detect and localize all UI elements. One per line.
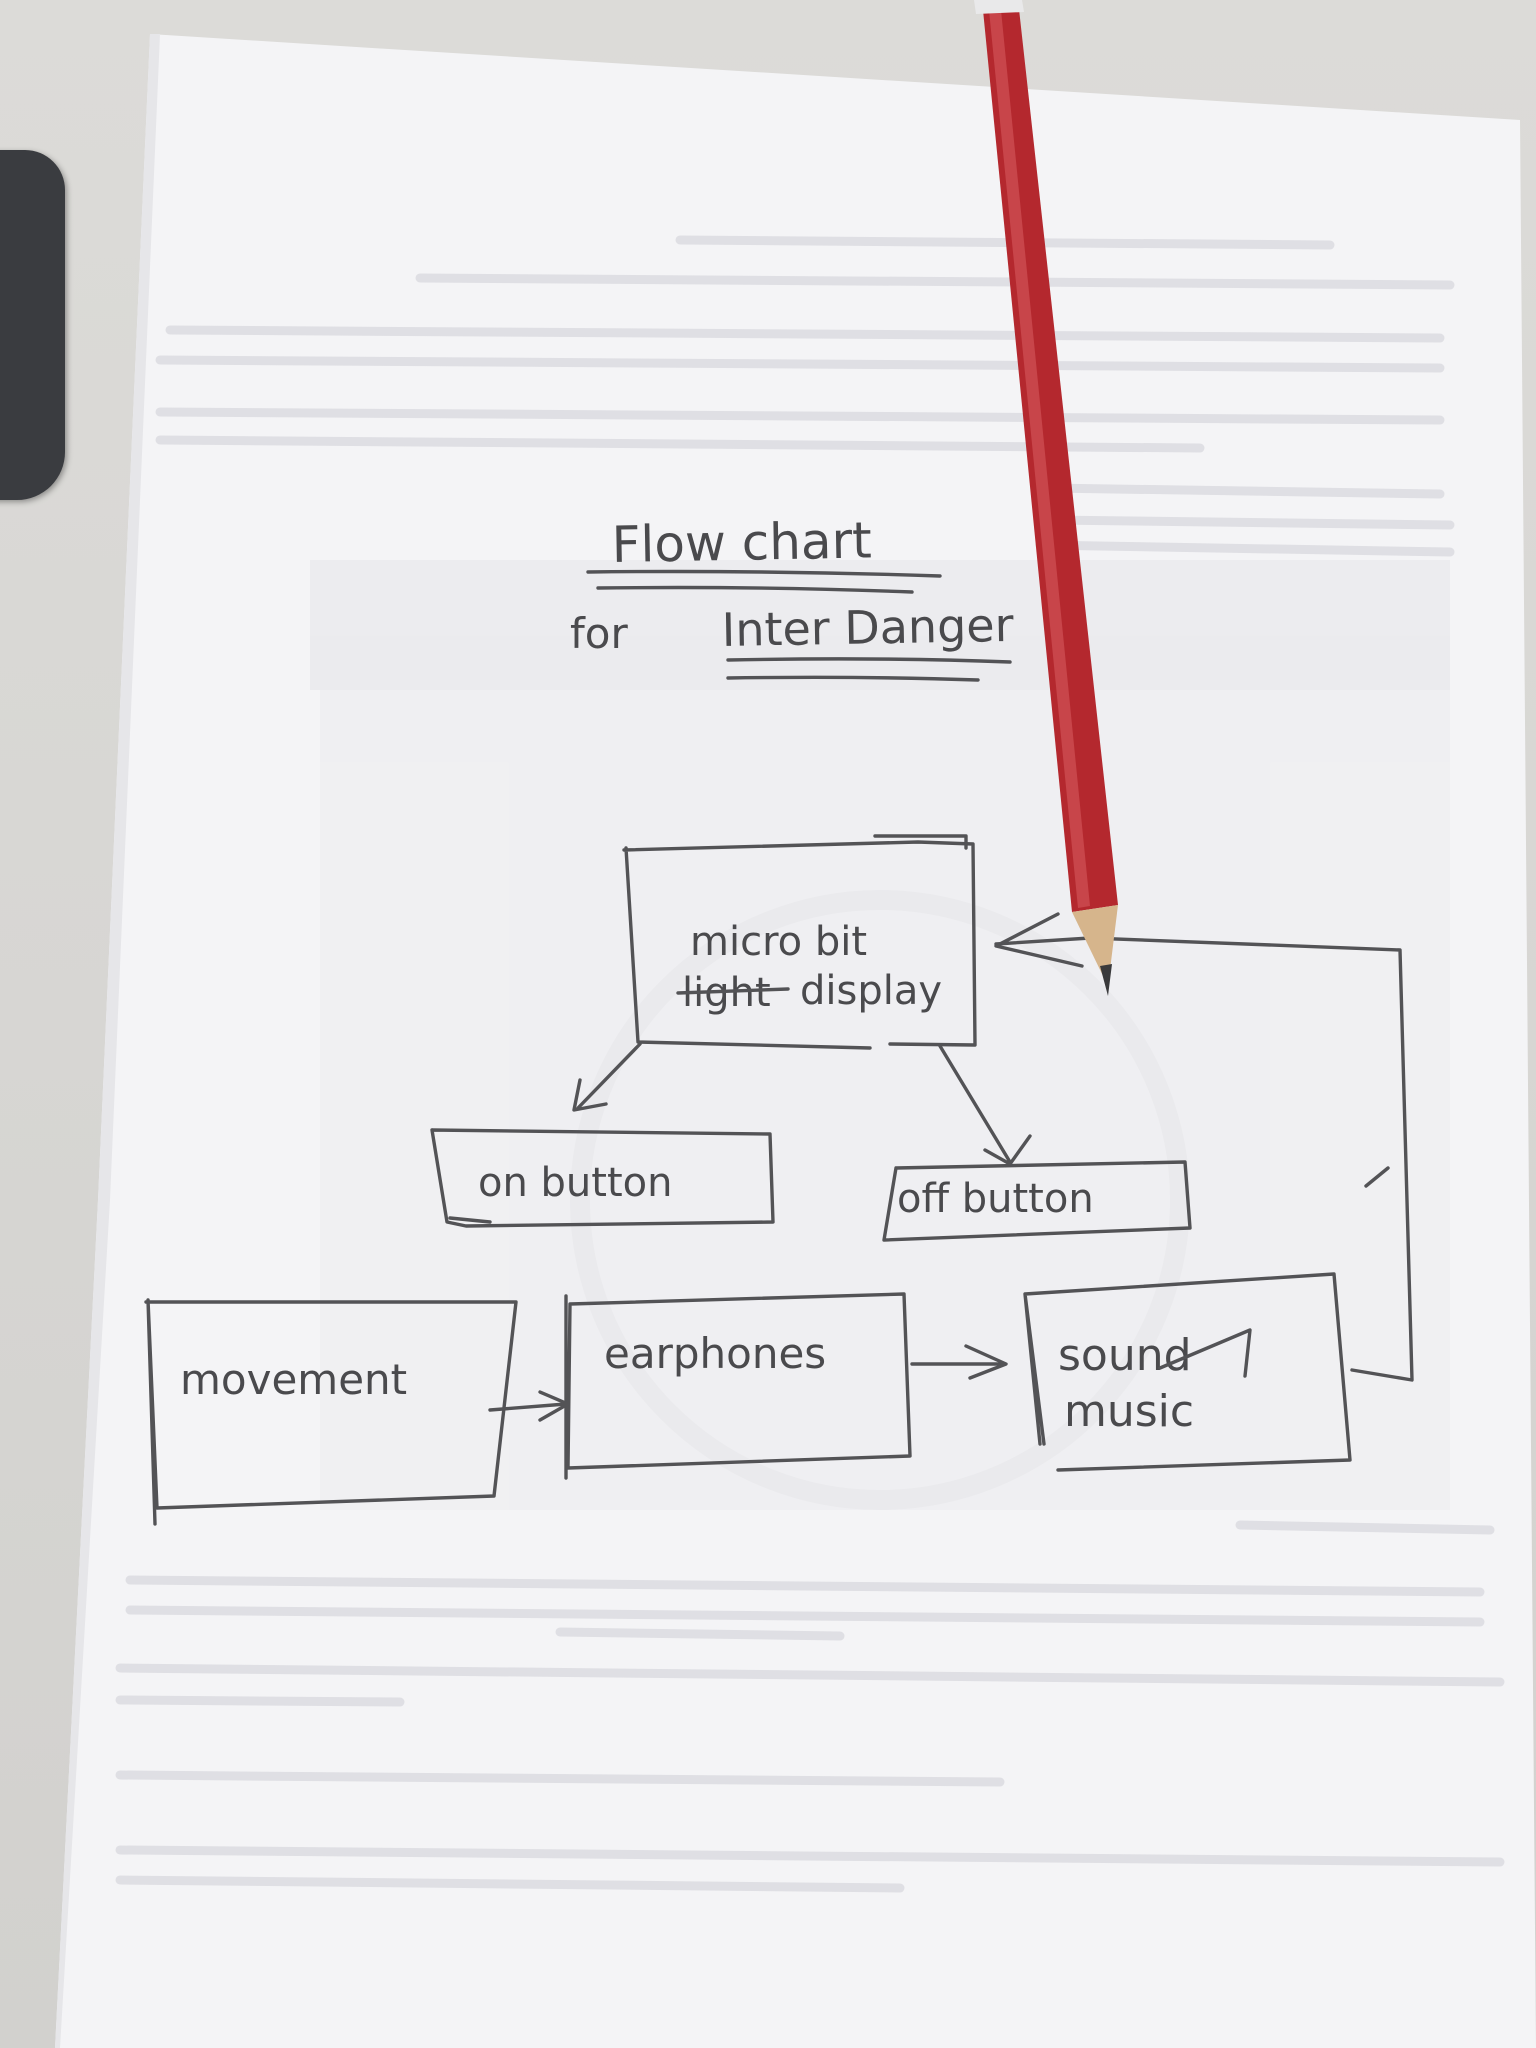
node-sound-music-line2: music [1064,1386,1194,1437]
diagram-subtitle: Inter Danger [721,598,1014,657]
node-earphones: earphones [564,1292,912,1480]
diagram-subtitle-prefix: for [570,609,628,658]
edge-movement-to-earphones [488,1390,570,1422]
diagram-title-group: Flow chart for Inter Danger [570,511,1014,682]
node-sound-music: sound music [1023,1272,1352,1472]
node-earphones-label: earphones [604,1329,826,1378]
edge-line [576,1042,642,1110]
phone-device [0,150,65,500]
edge-line [488,1402,568,1412]
arrowhead [572,1078,608,1112]
arrowhead [994,912,1084,968]
node-movement-box [144,1298,518,1526]
node-on-button-label: on button [478,1160,672,1206]
arrowhead [983,1134,1032,1166]
node-microbit: micro bit light display [622,834,977,1050]
pencil [974,0,1118,996]
node-microbit-line2: display [800,968,942,1014]
stray-mark [1364,1166,1390,1188]
pencil-tip-wood [1072,905,1118,978]
pencil-highlight [988,0,1090,908]
edge-line [938,1044,1012,1164]
bleed-through-image [310,560,1450,1510]
paper-background [55,34,1536,2048]
node-movement: movement [144,1298,518,1526]
edge-microbit-to-on-button [572,1042,642,1112]
paper-shadow-edge [55,34,160,2048]
node-microbit-box [622,840,977,1050]
subtitle-underline-1 [726,657,1012,664]
node-sound-music-box [1023,1272,1352,1472]
pencil-tip-graphite [1100,964,1112,996]
title-underline-1 [586,569,942,578]
node-off-button-label: off button [897,1176,1094,1222]
subtitle-underline-2 [726,675,980,682]
arrowhead [538,1390,570,1422]
pencil-ferrule [974,0,1024,14]
node-off-button: off button [882,1160,1192,1242]
node-on-button: on button [430,1128,775,1228]
arrowhead [964,1344,1008,1380]
node-microbit-line1: micro bit [690,919,867,965]
node-movement-label: movement [180,1355,407,1404]
node-sound-music-strikethrough [1158,1328,1252,1378]
edge-microbit-to-off-button [938,1044,1032,1166]
node-microbit-box-top-double [873,834,968,850]
node-sound-music-struck-word: sound [1058,1330,1192,1381]
bleed-through-lines [115,235,1505,1893]
edge-sound-music-to-microbit [994,912,1414,1382]
edge-earphones-to-sound-music [910,1344,1008,1380]
edge-line [994,936,1414,1382]
node-on-button-box [430,1128,775,1228]
diagram-title: Flow chart [611,511,872,574]
node-earphones-box [564,1292,912,1480]
title-underline-2 [596,585,914,594]
node-microbit-strikethrough [676,987,790,995]
node-off-button-box [882,1160,1192,1242]
